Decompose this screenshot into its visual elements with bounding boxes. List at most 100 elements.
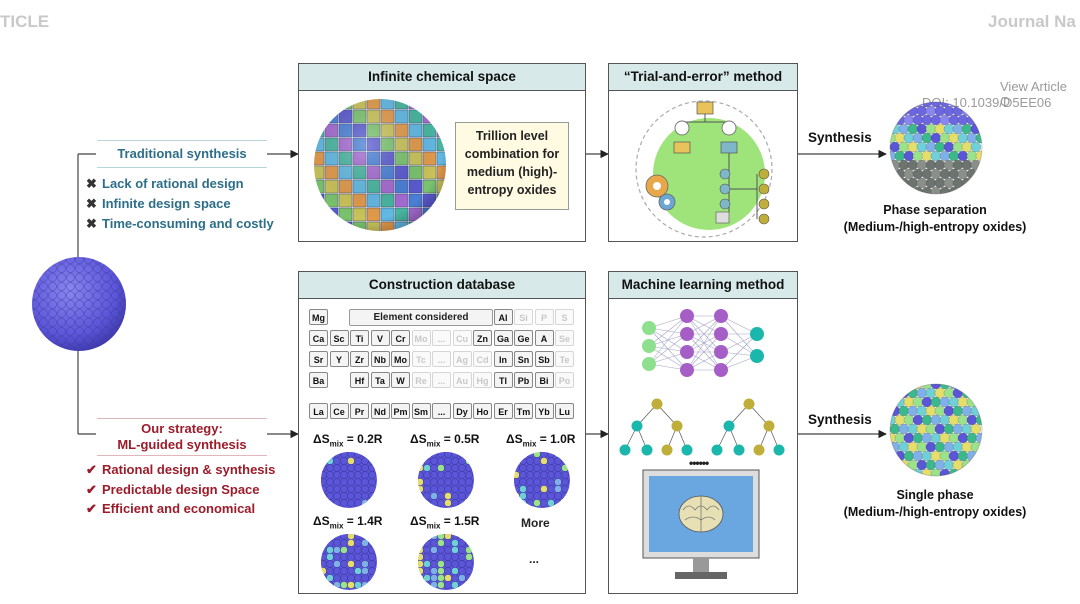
lanthanide-cell: Dy <box>452 403 472 419</box>
cross-icon: ✖ <box>86 196 97 211</box>
entropy-sphere <box>514 452 570 508</box>
ml-strategy-line2: ML-guided synthesis <box>117 437 247 452</box>
single-phase-caption: Single phase (Medium-/high-entropy oxide… <box>843 488 1027 519</box>
element-cell: Hg <box>473 372 492 388</box>
element-cell: Mo <box>391 351 410 367</box>
element-cell: Ge <box>514 330 533 346</box>
lanthanide-cell: Sm <box>411 403 431 419</box>
element-cell: Ca <box>309 330 328 346</box>
neural-network-icon <box>642 309 764 377</box>
panel-construction-database-title: Construction database <box>299 272 585 299</box>
element-cell: Nb <box>370 351 390 367</box>
entropy-sphere <box>418 452 474 508</box>
ml-bullet-1: ✔Rational design & synthesis <box>86 462 276 477</box>
element-cell: ... <box>432 372 451 388</box>
element-cell: Mg <box>309 309 328 325</box>
header-left: TICLE <box>0 12 50 31</box>
element-cell: Po <box>555 372 574 388</box>
element-cell: Sn <box>514 351 533 367</box>
more-label: More <box>521 516 550 530</box>
panel-chemical-space: Infinite chemical space Trillion level c… <box>298 63 586 242</box>
lanthanide-cell: ... <box>432 403 451 419</box>
ml-bullet-2: ✔Predictable design Space <box>86 482 260 497</box>
entropy-sphere <box>418 534 474 590</box>
lanthanide-cell: Pr <box>350 403 369 419</box>
trial-error-illustration <box>635 100 773 238</box>
element-cell: A <box>534 330 554 346</box>
element-cell: Sr <box>309 351 328 367</box>
element-cell: Si <box>514 309 533 325</box>
entropy-label: ΔSmix = 1.5R <box>410 514 480 531</box>
element-sphere <box>314 99 446 231</box>
trad-bullet-2: ✖Infinite design space <box>86 196 231 211</box>
panel-trial-error-title: “Trial-and-error” method <box>609 64 797 91</box>
lanthanide-cell: Tm <box>514 403 533 419</box>
lanthanide-cell: Nd <box>370 403 390 419</box>
ml-ellipsis: •••••• <box>689 456 709 470</box>
panel-trial-error: “Trial-and-error” method <box>608 63 798 242</box>
entropy-sphere <box>321 452 377 508</box>
element-cell: P <box>534 309 554 325</box>
single-phase-sphere <box>889 383 983 477</box>
lanthanide-cell: Er <box>493 403 513 419</box>
element-cell: In <box>493 351 513 367</box>
monitor-brain-icon <box>642 469 760 579</box>
ml-strategy-line1: Our strategy: <box>141 421 223 436</box>
element-cell: Au <box>452 372 472 388</box>
element-cell: Tl <box>493 372 513 388</box>
entropy-label: ΔSmix = 1.0R <box>506 432 576 449</box>
element-cell: Zr <box>350 351 369 367</box>
synthesis-label-bottom: Synthesis <box>808 412 872 427</box>
element-cell: Al <box>493 309 513 325</box>
entropy-label: ΔSmix = 0.5R <box>410 432 480 449</box>
flag-icon <box>715 211 730 224</box>
check-circle-icon <box>674 120 690 136</box>
lanthanide-cell: Ho <box>473 403 492 419</box>
trad-bullet-3: ✖Time-consuming and costly <box>86 216 274 231</box>
more-ellipsis: ... <box>529 552 540 566</box>
lanthanide-cell: La <box>309 403 328 419</box>
cross-icon: ✖ <box>86 216 97 231</box>
element-cell: Ta <box>370 372 390 388</box>
trad-bullet-1: ✖Lack of rational design <box>86 176 244 191</box>
lanthanide-cell: Lu <box>555 403 574 419</box>
check-icon: ✔ <box>86 482 97 497</box>
element-cell: Cd <box>473 351 492 367</box>
element-cell: Cu <box>452 330 472 346</box>
panel-ml-method: Machine learning method •••••• <box>608 271 798 594</box>
element-cell: Sb <box>534 351 554 367</box>
element-cell: Y <box>329 351 349 367</box>
element-cell: Pb <box>514 372 533 388</box>
element-cell: ... <box>432 351 451 367</box>
panel-chemical-space-title: Infinite chemical space <box>299 64 585 91</box>
view-article-link[interactable]: View Article O <box>1000 79 1067 109</box>
cross-icon: ✖ <box>86 176 97 191</box>
check-icon: ✔ <box>86 501 97 516</box>
panel-construction-database: Construction database Element considered… <box>298 271 586 594</box>
element-cell: Bi <box>534 372 554 388</box>
traditional-synthesis-label: Traditional synthesis <box>117 146 247 161</box>
phase-separation-sphere <box>889 101 983 195</box>
element-considered-label: Element considered <box>349 309 493 326</box>
synthesis-label-top: Synthesis <box>808 130 872 145</box>
element-cell: Re <box>411 372 431 388</box>
element-cell: Ga <box>493 330 513 346</box>
entropy-label: ΔSmix = 0.2R <box>313 432 383 449</box>
lanthanide-cell: Yb <box>534 403 554 419</box>
element-cell: Sc <box>329 330 349 346</box>
initial-sphere <box>32 257 126 351</box>
gear-icon <box>645 174 676 211</box>
element-cell: V <box>370 330 390 346</box>
element-cell: Te <box>555 351 574 367</box>
element-cell: S <box>555 309 574 325</box>
element-cell: Se <box>555 330 574 346</box>
phase-separation-caption: Phase separation (Medium-/high-entropy o… <box>843 203 1027 234</box>
cross-circle-icon <box>721 120 737 136</box>
panel-ml-method-title: Machine learning method <box>609 272 797 299</box>
element-cell: Hf <box>350 372 369 388</box>
element-cell: Mo <box>411 330 431 346</box>
lanthanide-cell: Ce <box>329 403 349 419</box>
lanthanide-cell: Pm <box>391 403 410 419</box>
check-icon: ✔ <box>86 462 97 477</box>
